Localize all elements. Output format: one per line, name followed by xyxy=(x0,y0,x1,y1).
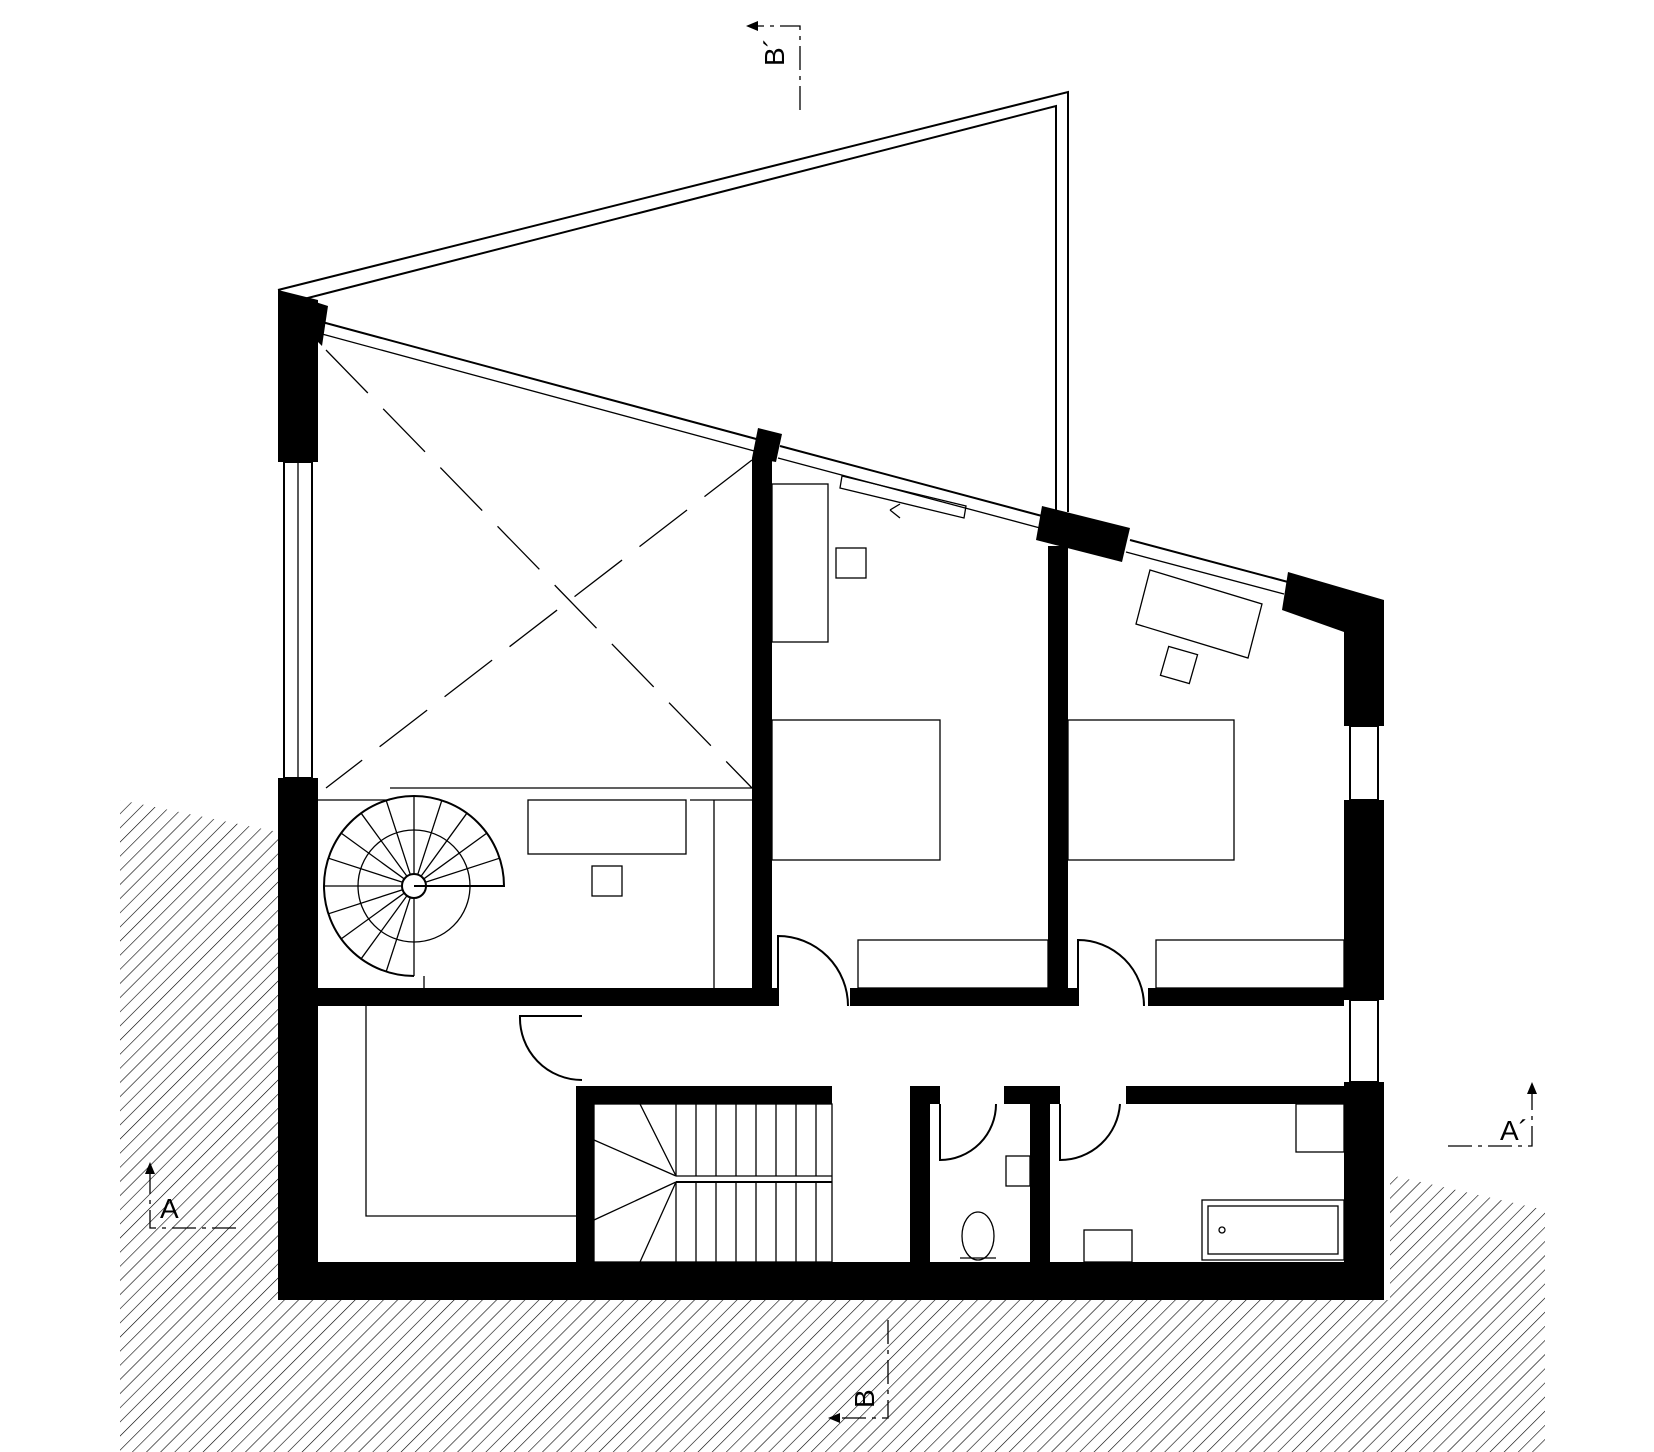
exterior-walls xyxy=(278,290,1384,1300)
interior-walls xyxy=(318,458,1344,1262)
stair-tread xyxy=(360,895,408,960)
stair-tread xyxy=(328,889,403,915)
stair-tread xyxy=(340,832,405,880)
stair-tread xyxy=(385,897,411,972)
straight-stair xyxy=(593,1103,833,1263)
stair-tread xyxy=(425,857,500,883)
spiral-stair xyxy=(318,795,506,988)
section-label-a: A xyxy=(160,1193,179,1224)
double-height-void xyxy=(325,349,753,789)
stair-tread xyxy=(417,800,443,875)
stair-tread xyxy=(593,1139,677,1177)
north-windows xyxy=(321,321,1289,595)
section-marker-a-prime: A´ xyxy=(1448,1082,1537,1147)
terrain-hatch xyxy=(120,800,1545,1452)
section-label-a-prime: A´ xyxy=(1500,1115,1528,1146)
east-windows xyxy=(1349,725,1379,1083)
stair-tread xyxy=(420,812,468,877)
stair-tread xyxy=(639,1181,677,1263)
roof-outline xyxy=(277,90,1069,512)
section-label-b-prime: B´ xyxy=(759,38,790,66)
stair-tread xyxy=(360,812,408,877)
section-marker-b-prime: B´ xyxy=(746,21,801,110)
furniture xyxy=(365,475,1345,1263)
stair-tread xyxy=(593,1181,677,1221)
section-label-b: B xyxy=(849,1389,880,1408)
stair-tread xyxy=(385,800,411,875)
section-marker-b: B xyxy=(828,1320,889,1423)
stair-tread xyxy=(328,857,403,883)
section-marker-a: A xyxy=(145,1162,238,1229)
stair-tread xyxy=(423,832,488,880)
doors xyxy=(518,934,1145,1162)
west-window xyxy=(283,461,313,779)
stair-tread xyxy=(639,1103,677,1177)
stair-tread xyxy=(340,892,405,940)
spiral-stair-outline xyxy=(323,795,506,977)
